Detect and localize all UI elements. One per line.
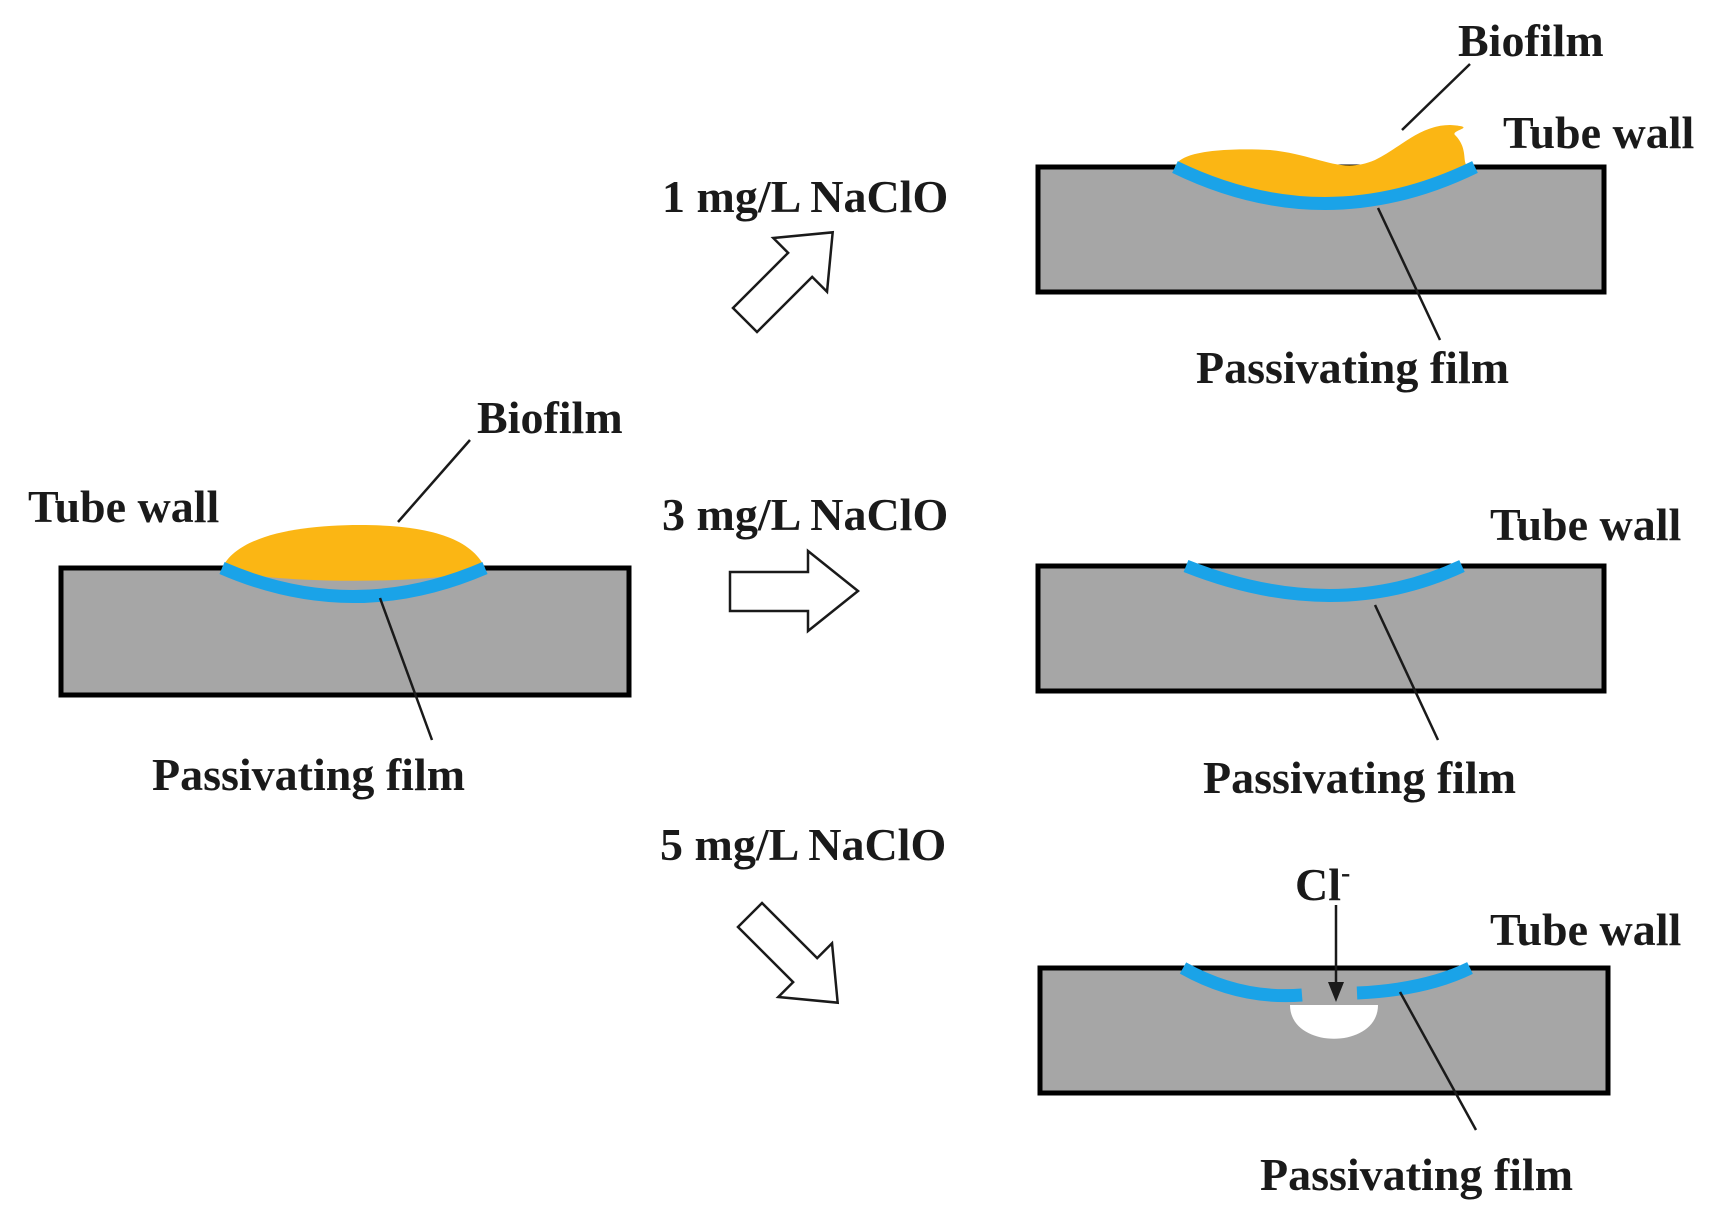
- concentration-label-5mg: 5 mg/L NaClO: [660, 819, 946, 870]
- chloride-symbol: Cl: [1295, 859, 1341, 910]
- concentration-label-1mg: 1 mg/L NaClO: [662, 171, 948, 222]
- chloride-ion-label: Cl-: [1295, 858, 1350, 910]
- result-5mg-panel: Cl- Tube wall Passivating film: [1037, 858, 1681, 1200]
- result-5mg-passivating-film-label: Passivating film: [1260, 1149, 1573, 1200]
- corrosion-pit: [1290, 1005, 1378, 1039]
- arrow-5mg: 5 mg/L NaClO: [660, 819, 946, 1005]
- initial-film-leader: [378, 597, 434, 741]
- result-3mg-passivating-film-label: Passivating film: [1203, 752, 1516, 803]
- initial-passivating-film: [219, 562, 488, 603]
- result-1mg-tube-wall-label: Tube wall: [1503, 107, 1694, 158]
- result-1mg-biofilm-leader: [1401, 63, 1471, 131]
- initial-tube-wall: [58, 565, 632, 698]
- arrow-3mg: 3 mg/L NaClO: [662, 489, 948, 634]
- result-3mg-passivating-film: [1183, 559, 1465, 602]
- result-5mg-tube-wall-label: Tube wall: [1490, 904, 1681, 955]
- result-3mg-tube-wall: [1035, 563, 1607, 694]
- result-3mg-tube-wall-label: Tube wall: [1490, 499, 1681, 550]
- result-1mg-film-leader: [1376, 207, 1442, 341]
- arrow-down-right-icon: [736, 901, 840, 1005]
- result-5mg-passivating-film-right: [1356, 962, 1473, 1000]
- result-5mg-passivating-film-left: [1179, 962, 1303, 1003]
- initial-biofilm-label: Biofilm: [477, 392, 623, 443]
- initial-tube-wall-label: Tube wall: [28, 481, 219, 532]
- result-1mg-passivating-film-label: Passivating film: [1196, 342, 1509, 393]
- chloride-charge: -: [1341, 858, 1350, 889]
- arrow-up-right-icon: [731, 230, 835, 334]
- result-1mg-passivating-film: [1172, 161, 1478, 210]
- result-3mg-panel: Tube wall Passivating film: [1035, 499, 1681, 803]
- initial-biofilm-leader: [397, 439, 471, 523]
- initial-passivating-film-label: Passivating film: [152, 749, 465, 800]
- initial-state-panel: Tube wall Biofilm Passivating film: [28, 392, 632, 800]
- result-5mg-film-leader: [1398, 991, 1478, 1131]
- result-1mg-biofilm-label: Biofilm: [1458, 15, 1604, 66]
- arrow-1mg: 1 mg/L NaClO: [662, 171, 948, 334]
- result-3mg-film-leader: [1373, 604, 1440, 741]
- chloride-arrow-head-icon: [1328, 982, 1344, 1002]
- concentration-label-3mg: 3 mg/L NaClO: [662, 489, 948, 540]
- result-1mg-biofilm: [1175, 125, 1470, 200]
- result-1mg-panel: Biofilm Tube wall Passivating film: [1035, 15, 1694, 393]
- initial-biofilm: [222, 525, 485, 581]
- arrow-right-icon: [728, 548, 861, 634]
